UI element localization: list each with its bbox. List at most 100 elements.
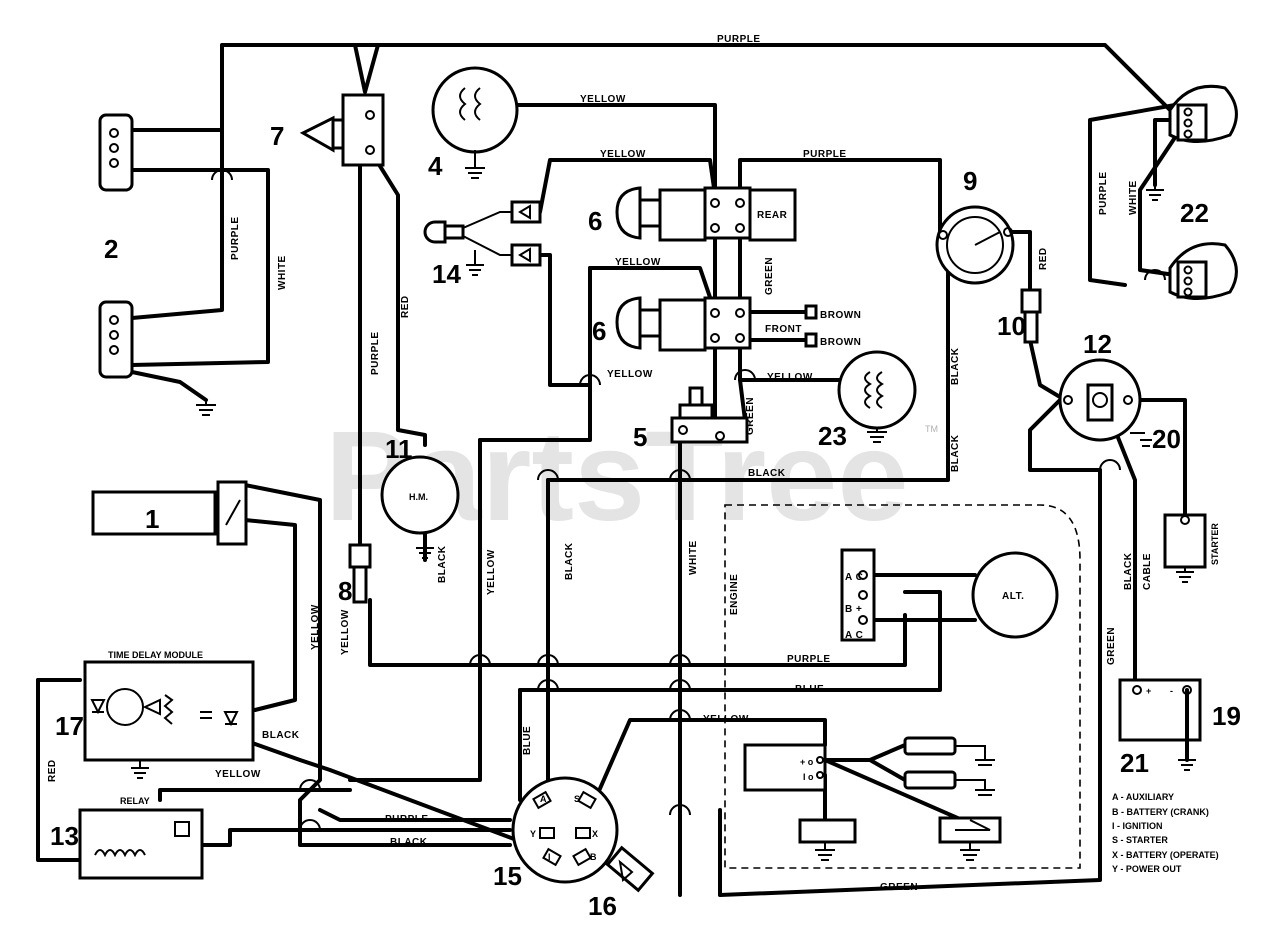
ignition-switch-15	[511, 776, 619, 884]
wire-label-purple-7: PURPLE	[370, 331, 381, 375]
switch-y: Y	[530, 829, 536, 839]
lamp-22-top	[1146, 84, 1238, 201]
wire-label-black-5: BLACK	[748, 468, 786, 479]
coil-i-label: I o	[803, 772, 814, 782]
number-11: 11	[385, 434, 413, 464]
wire-label-black-right2: BLACK	[950, 434, 961, 472]
alternator-label: ALT.	[1002, 591, 1024, 602]
wire-label-brown-2: BROWN	[820, 337, 861, 348]
wire-label-purple-22: PURPLE	[1098, 171, 1109, 215]
wire-label-blue-alt: BLUE	[795, 684, 824, 695]
rear-label: REAR	[757, 210, 788, 221]
number-6-front: 6	[592, 316, 606, 346]
switch-s: S	[574, 794, 580, 804]
number-7: 7	[270, 121, 284, 151]
number-1: 1	[145, 504, 159, 534]
wire-label-yellow-mid: YELLOW	[486, 549, 497, 595]
time-delay-module-17	[83, 660, 255, 779]
alt-b-plus: B +	[845, 604, 862, 615]
lamp-2-bottom	[98, 300, 134, 379]
wire-label-purple-top: PURPLE	[717, 34, 761, 45]
lamp-2-top	[98, 113, 134, 192]
wire-label-black-mid: BLACK	[564, 542, 575, 580]
headlight-6-front	[615, 296, 818, 352]
relay-13	[78, 808, 204, 880]
alt-ac-bottom: A C	[845, 630, 863, 641]
number-23: 23	[818, 421, 847, 451]
relay-label: RELAY	[120, 796, 150, 806]
wire-label-yellow-4: YELLOW	[580, 94, 626, 105]
battery-21	[1118, 678, 1202, 771]
number-17: 17	[55, 711, 84, 741]
wire-label-yellow-6a: YELLOW	[600, 149, 646, 160]
horn-7	[299, 93, 385, 167]
battery-plus: +	[1146, 686, 1151, 696]
wire-label-white-mid: WHITE	[688, 540, 699, 575]
legend: A - AUXILIARY B - BATTERY (CRANK) I - IG…	[1112, 792, 1219, 874]
number-16: 16	[588, 891, 617, 921]
ground-icon	[196, 400, 216, 416]
switch-b: B	[590, 852, 597, 862]
wire-label-black-cable: BLACK	[1123, 552, 1134, 590]
wire-crossings	[211, 169, 1166, 831]
number-4: 4	[428, 151, 443, 181]
switch-1	[91, 480, 248, 546]
switch-a: A	[540, 794, 547, 804]
headlight-6-rear	[615, 186, 797, 242]
wire-label-black-right: BLACK	[950, 347, 961, 385]
wire-label-red-7: RED	[400, 295, 411, 318]
wire-label-green-right: GREEN	[1106, 627, 1117, 665]
wire-label-purple-2: PURPLE	[230, 216, 241, 260]
lamp-4	[431, 66, 519, 179]
number-20: 20	[1152, 424, 1181, 454]
fuse-10	[1020, 288, 1042, 344]
number-10: 10	[997, 311, 1026, 341]
switch-i: I	[548, 852, 551, 862]
wire-label-blue-15: BLUE	[522, 726, 533, 755]
wire-label-yellow-6b: YELLOW	[615, 257, 661, 268]
watermark-tm: TM	[925, 424, 938, 434]
wire-label-brown-1: BROWN	[820, 310, 861, 321]
legend-item: A - AUXILIARY	[1112, 792, 1174, 802]
number-5: 5	[633, 422, 647, 452]
number-21: 21	[1120, 748, 1149, 778]
wire-label-purple-6a: PURPLE	[803, 149, 847, 160]
front-label: FRONT	[765, 324, 802, 335]
number-22: 22	[1180, 198, 1209, 228]
wire-label-black-11: BLACK	[437, 545, 448, 583]
diode-16	[605, 845, 655, 893]
battery-minus: -	[1170, 686, 1173, 696]
starter-label: STARTER	[1210, 523, 1220, 565]
number-19: 19	[1212, 701, 1241, 731]
switch-x: X	[592, 829, 598, 839]
wire-label-yellow-23: YELLOW	[767, 372, 813, 383]
wire-label-cable: CABLE	[1142, 553, 1153, 590]
alternator	[840, 548, 1059, 642]
lamp-23	[837, 350, 917, 443]
wire-label-yellow-17: YELLOW	[215, 769, 261, 780]
coil-plus-label: + o	[800, 757, 814, 767]
wire-label-yellow-8: YELLOW	[340, 609, 351, 655]
wire-label-red-9: RED	[1038, 247, 1049, 270]
wire-label-black-15: BLACK	[390, 837, 428, 848]
lamp-22-bottom	[1168, 242, 1238, 300]
wire-label-white-22: WHITE	[1128, 180, 1139, 215]
engine-outline	[724, 504, 1081, 869]
engine-label: ENGINE	[729, 574, 740, 615]
wire-label-white-2: WHITE	[277, 255, 288, 290]
solenoid-12	[1058, 358, 1152, 447]
wire-label-purple-alt: PURPLE	[787, 654, 831, 665]
indicator-14	[423, 200, 542, 276]
wire-label-yellow-6b-low: YELLOW	[607, 369, 653, 380]
alt-ac-top: A C	[845, 572, 863, 583]
relay-5	[670, 386, 749, 444]
number-15: 15	[493, 861, 522, 891]
wire-label-black-17: BLACK	[262, 730, 300, 741]
ignition-coil	[743, 736, 1002, 861]
wire-label-purple-15: PURPLE	[385, 814, 429, 825]
wire-label-yellow-coil: YELLOW	[703, 714, 749, 725]
legend-item: I - IGNITION	[1112, 821, 1163, 831]
number-2: 2	[104, 234, 118, 264]
hour-meter-11	[380, 455, 460, 559]
number-14: 14	[432, 259, 461, 289]
